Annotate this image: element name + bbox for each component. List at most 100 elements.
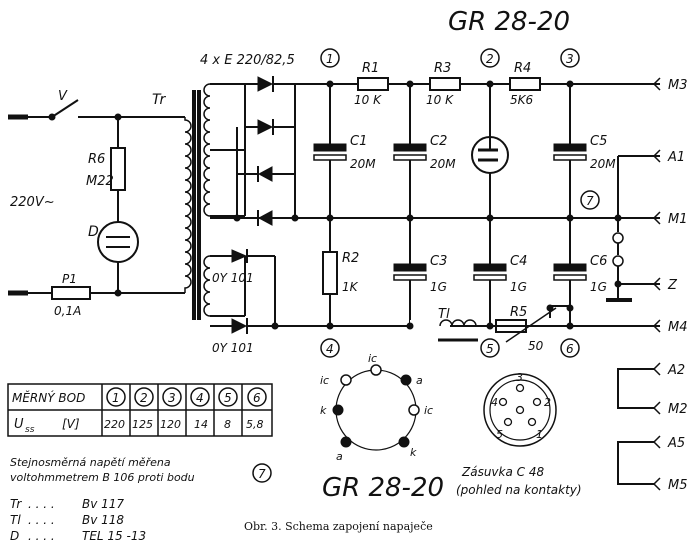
Tl-name: Tl	[438, 307, 450, 322]
legend-dots-3: . . . .	[28, 529, 55, 543]
table-point-6: 6	[253, 391, 261, 405]
R6-name: R6	[88, 152, 105, 167]
figure-caption: Obr. 3. Schema zapojení napaječe	[244, 520, 433, 533]
R3-value: 10 K	[426, 93, 454, 107]
note-line-2: voltohmmetrem B 106 proti bodu	[10, 471, 195, 484]
terminal-M5: M5	[668, 478, 688, 493]
terminal-Z: Z	[667, 278, 678, 293]
table-value-6: 5,8	[246, 418, 264, 431]
table-value-2: 125	[132, 418, 153, 431]
C4-name: C4	[510, 254, 527, 269]
table-point-1: 1	[112, 391, 120, 405]
mains-label: 220V~	[10, 195, 55, 210]
socket-pin-1: 1	[536, 428, 543, 441]
C3-value: 1G	[430, 280, 447, 294]
legend-key-2: Tl	[10, 513, 21, 527]
D1-value: 0Y 101	[212, 271, 254, 285]
C2-name: C2	[430, 134, 447, 149]
table-value-1: 220	[104, 418, 125, 431]
terminal-M4: M4	[668, 320, 688, 335]
R1-name: R1	[362, 61, 379, 76]
C2-value: 20M	[430, 157, 456, 171]
terminal-M3: M3	[668, 78, 688, 93]
C3-name: C3	[430, 254, 447, 269]
terminal-A1: A1	[667, 150, 685, 165]
node-2	[480, 48, 500, 68]
resistor-R3	[429, 77, 461, 91]
node-4-label: 4	[326, 342, 334, 356]
socket-pin-3: 3	[516, 371, 523, 384]
R5-name: R5	[510, 305, 527, 320]
socket-pin-5: 5	[496, 428, 503, 441]
node-6-label: 6	[566, 342, 574, 356]
note-point-circle	[252, 463, 272, 483]
tube-pin-a-right: a	[416, 374, 423, 387]
C4-value: 1G	[510, 280, 527, 294]
node-1-label: 1	[326, 52, 334, 66]
R5-value: 50	[528, 339, 544, 353]
R4-name: R4	[514, 61, 531, 76]
middle-rail	[210, 84, 660, 222]
node-5	[480, 338, 500, 358]
tube-pin-k-bottom: k	[410, 446, 417, 459]
resistor-R1	[357, 77, 389, 91]
tube-socket	[332, 364, 420, 451]
measurement-table	[7, 383, 273, 437]
table-value-5: 8	[224, 418, 231, 431]
resistor-R5	[495, 319, 527, 333]
D2-value: 0Y 101	[212, 341, 254, 355]
node-6	[560, 338, 580, 358]
R6-value: M22	[86, 174, 114, 189]
resistor-R2	[322, 251, 338, 295]
node-4	[320, 338, 340, 358]
C5-value: 20M	[590, 157, 616, 171]
glow-lamp-D	[97, 221, 139, 263]
table-value-4: 14	[194, 418, 208, 431]
table-row-label: U	[14, 417, 24, 432]
socket-label-line-1: Zásuvka C 48	[461, 465, 544, 479]
top-rail	[295, 77, 660, 91]
terminal-A2: A2	[667, 363, 685, 378]
table-point-5: 5	[224, 391, 232, 405]
node-2-label: 2	[486, 52, 494, 66]
diode-bridge-label: 4 x E 220/82,5	[200, 53, 295, 68]
note-point: 7	[258, 467, 266, 481]
table-point-4: 4	[196, 391, 204, 405]
C6-value: 1G	[590, 280, 607, 294]
table-value-3: 120	[160, 418, 181, 431]
C1-name: C1	[350, 134, 367, 149]
bottom-title: GR 28-20	[322, 473, 444, 503]
P1-value: 0,1A	[54, 304, 81, 318]
node-7	[580, 190, 600, 210]
tube-pin-ic-left: ic	[320, 374, 329, 387]
node-7-label: 7	[586, 194, 594, 208]
table-point-2: 2	[140, 391, 148, 405]
R2-name: R2	[342, 251, 359, 266]
socket-pin-2: 2	[544, 396, 551, 409]
fuse-P1	[51, 286, 91, 300]
lower-section	[322, 218, 587, 343]
tube-pin-top: ic	[368, 352, 377, 365]
legend-dots-1: . . . .	[28, 497, 55, 511]
legend-dots-2: . . . .	[28, 513, 55, 527]
node-5-label: 5	[486, 342, 494, 356]
resistor-R4	[509, 77, 541, 91]
R3-name: R3	[434, 61, 451, 76]
socket-pin-4: 4	[491, 396, 498, 409]
terminal-M1: M1	[668, 212, 688, 227]
table-header-label: MĚRNÝ BOD	[12, 390, 85, 405]
terminal-A5: A5	[667, 436, 685, 451]
R1-value: 10 K	[354, 93, 382, 107]
connector-socket-C48	[483, 373, 557, 447]
C1-value: 20M	[350, 157, 376, 171]
R4-value: 5K6	[510, 93, 534, 107]
tube-pin-a-bottom: a	[336, 450, 343, 463]
P1-name: P1	[62, 272, 77, 286]
legend-key-1: Tr	[10, 497, 22, 511]
C5-name: C5	[590, 134, 607, 149]
R2-value: 1K	[342, 280, 359, 294]
table-point-3: 3	[168, 391, 176, 405]
note-line-1: Stejnosměrná napětí měřena	[10, 456, 171, 469]
